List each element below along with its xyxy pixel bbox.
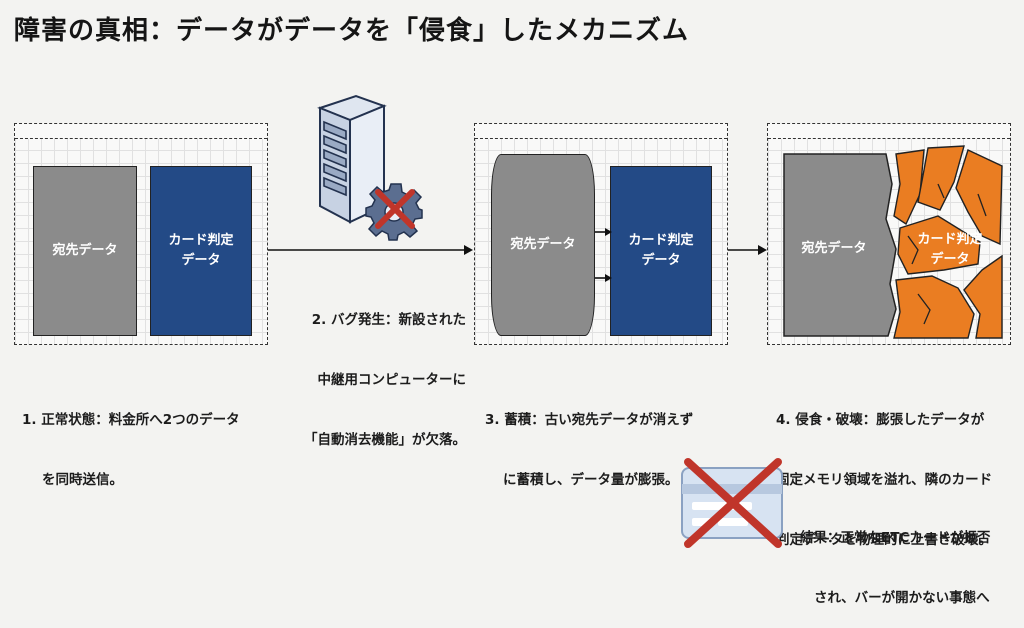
card-check-label-line2: データ	[641, 253, 681, 268]
card-check-label-line2: データ	[181, 253, 221, 268]
server-icon	[317, 94, 387, 224]
memory-region-destroyed: 宛先データ カード判定 データ	[767, 123, 1011, 345]
step-4-line2: 固定メモリ領域を溢れ、隣のカード	[776, 472, 993, 488]
etc-card-icon	[681, 458, 783, 548]
memory-region-header	[475, 124, 727, 139]
step-4-line1: 4. 侵食・破壊：膨張したデータが	[776, 412, 985, 428]
result-caption: 結果：正常なETCカードが拒否 され、バーが開かない事態へ	[800, 488, 990, 628]
broken-card-shard	[963, 254, 1003, 339]
crack-line	[917, 293, 931, 325]
broken-card-shard	[893, 275, 975, 339]
card-check-label-line1: カード判定	[168, 233, 234, 248]
result-line1: 結果：正常なETCカードが拒否	[800, 530, 991, 546]
card-check-label-line2: データ	[930, 252, 970, 267]
crack-line	[907, 235, 919, 265]
step-2-line3: 「自動消去機能」が欠落。	[304, 432, 466, 448]
memory-region-accumulating: 宛先データ カード判定 データ	[474, 123, 728, 345]
card-check-label-line1: カード判定	[917, 232, 983, 247]
destination-data-label-wrap: 宛先データ	[784, 234, 884, 264]
step-4-line3: 判定データを物理的に上書き破壊。	[776, 532, 992, 548]
pressure-arrow-upper	[595, 228, 612, 236]
overflowing-destination-block	[783, 153, 897, 337]
bloated-destination-data-block: 宛先データ	[491, 154, 595, 336]
step-2-line1: 2. バグ発生：新設された	[311, 312, 466, 328]
broken-card-shard	[917, 145, 965, 211]
card-check-data-block: カード判定 データ	[150, 166, 252, 336]
result-line2: され、バーが開かない事態へ	[814, 590, 990, 606]
broken-card-label-wrap: カード判定 データ	[902, 228, 998, 272]
destination-data-block: 宛先データ	[33, 166, 137, 336]
destination-data-label: 宛先データ	[801, 241, 867, 256]
step-1-line2: を同時送信。	[42, 472, 123, 488]
crack-line	[977, 193, 987, 217]
crack-line	[937, 183, 945, 199]
step-4-caption: 4. 侵食・破壊：膨張したデータが 固定メモリ領域を溢れ、隣のカード 判定データ…	[776, 370, 992, 570]
memory-region-header	[768, 124, 1010, 139]
red-x-icon	[375, 189, 415, 229]
memory-region-normal: 宛先データ カード判定 データ	[14, 123, 268, 345]
step-1-caption: 1. 正常状態：料金所へ2つのデータ を同時送信。	[22, 370, 240, 510]
page-title: 障害の真相：データがデータを「侵食」したメカニズム	[14, 16, 690, 46]
memory-region-header	[15, 124, 267, 139]
step-1-line1: 1. 正常状態：料金所へ2つのデータ	[22, 412, 240, 428]
destination-data-label: 宛先データ	[52, 243, 118, 258]
destination-data-label: 宛先データ	[510, 237, 576, 252]
broken-card-shard	[893, 149, 925, 226]
step-3-line1: 3. 蓄積：古い宛先データが消えず	[485, 412, 694, 428]
step-2-caption: 2. バグ発生：新設された 中継用コンピューターに 「自動消去機能」が欠落。	[276, 270, 466, 470]
flow-arrow-2	[728, 245, 767, 255]
step-2-line2: 中継用コンピューターに	[317, 372, 467, 388]
pressure-arrow-lower	[595, 274, 612, 282]
card-check-data-block: カード判定 データ	[610, 166, 712, 336]
card-check-label-line1: カード判定	[628, 233, 694, 248]
flow-arrow-1	[268, 245, 473, 255]
broken-data-drawing	[783, 145, 1003, 339]
broken-card-shard	[897, 215, 981, 275]
step-3-line2: に蓄積し、データ量が膨張。	[503, 472, 679, 488]
step-3-caption: 3. 蓄積：古い宛先データが消えず に蓄積し、データ量が膨張。	[485, 370, 693, 510]
